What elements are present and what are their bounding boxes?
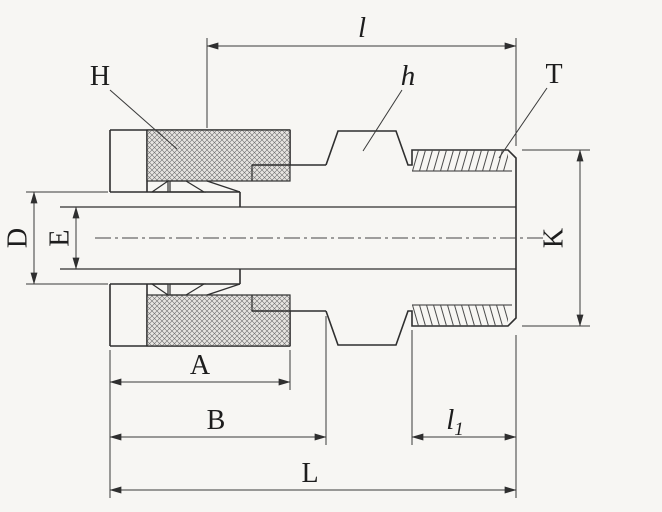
label-l: l xyxy=(358,12,366,44)
label-K: K xyxy=(538,228,569,248)
dim-l1 xyxy=(411,330,517,498)
dimensions xyxy=(26,38,590,498)
back-ferrule xyxy=(150,179,169,193)
dim-A xyxy=(109,350,291,498)
dim-B xyxy=(109,316,327,445)
axis-and-bore xyxy=(60,206,545,270)
label-A: A xyxy=(190,350,211,381)
label-E: E xyxy=(44,229,75,246)
label-T: T xyxy=(545,59,562,90)
leader-h xyxy=(362,89,403,152)
dim-D xyxy=(26,191,108,285)
label-l1: l1 xyxy=(446,404,464,440)
nut-knurl-hatch xyxy=(146,129,291,182)
thread-hatch xyxy=(412,150,508,171)
label-h: h xyxy=(401,60,416,92)
leader-H xyxy=(109,89,178,150)
body-seat-cone xyxy=(206,180,241,193)
dim-K xyxy=(522,149,590,327)
label-L: L xyxy=(301,458,318,489)
label-B: B xyxy=(207,405,226,436)
front-ferrule xyxy=(169,180,207,193)
leader-T xyxy=(498,87,548,159)
label-D: D xyxy=(2,228,33,248)
fitting-body-outline-top xyxy=(109,129,517,238)
dim-l xyxy=(206,38,517,146)
label-H: H xyxy=(90,61,110,92)
